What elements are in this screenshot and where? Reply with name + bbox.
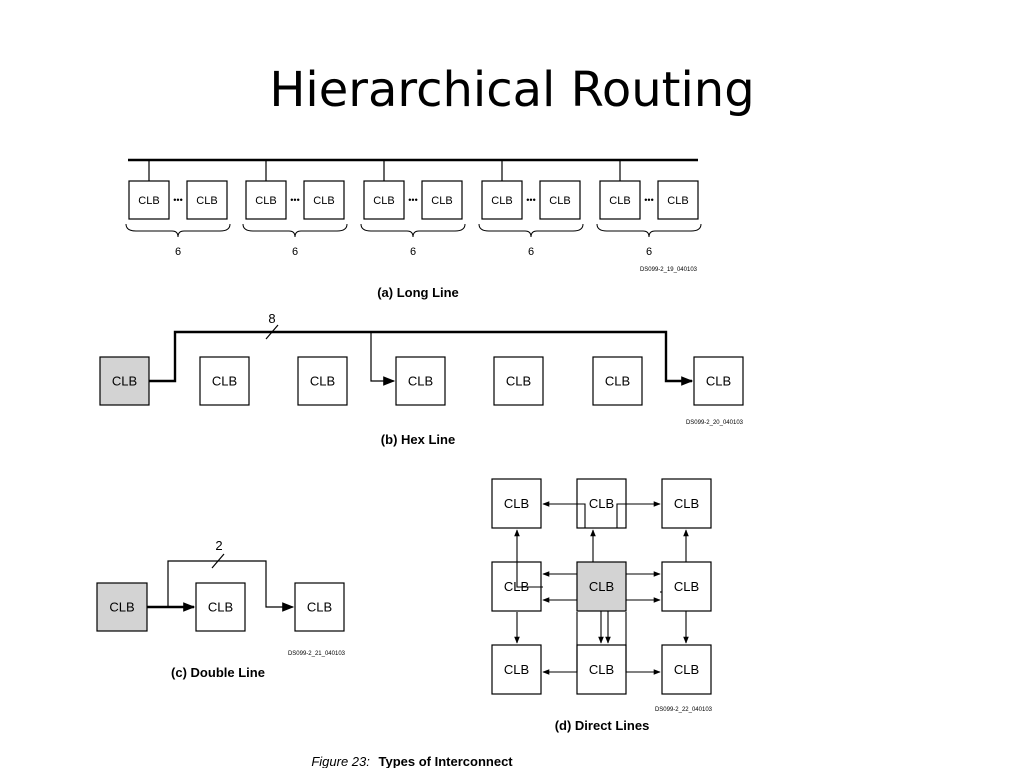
double-line-ds-code: DS099-2_21_040103 [288, 651, 346, 657]
clb-label: CLB [212, 374, 237, 389]
hex-line-caption: (b) Hex Line [381, 432, 455, 447]
clb-label: CLB [589, 662, 614, 677]
group-brace [360, 223, 466, 238]
clb-label: CLB [491, 195, 512, 207]
clb-label: CLB [208, 600, 233, 615]
clb-label: CLB [138, 195, 159, 207]
slide-title: Hierarchical Routing [269, 62, 755, 118]
double-line-caption: (c) Double Line [171, 665, 265, 680]
hex-line-panel: CLB CLB CLB CLB CLB CLB CLB [99, 324, 744, 406]
clb-label: CLB [504, 662, 529, 677]
group-count-label: 6 [646, 246, 652, 258]
clb-label: CLB [506, 374, 531, 389]
clb-label: CLB [408, 374, 433, 389]
clb-label: CLB [609, 195, 630, 207]
direct-arrow-nw [542, 501, 586, 528]
double-line-bus-width: 2 [215, 538, 222, 553]
clb-label: CLB [589, 496, 614, 511]
clb-block [294, 582, 345, 632]
long-line-ds-code: DS099-2_19_040103 [640, 267, 698, 273]
bus-slash [211, 553, 225, 569]
clb-label: CLB [549, 195, 570, 207]
clb-label: CLB [373, 195, 394, 207]
direct-lines-caption: (d) Direct Lines [555, 718, 650, 733]
ellipsis-dots: ••• [526, 195, 535, 205]
hex-line-route [149, 330, 694, 386]
clb-block [661, 561, 712, 612]
group-brace [242, 223, 348, 238]
long-line-caption: (a) Long Line [377, 285, 459, 300]
ellipsis-dots: ••• [408, 195, 417, 205]
hex-line-bus-width: 8 [268, 311, 275, 326]
direct-arrow-ne [616, 501, 661, 528]
clb-label: CLB [589, 579, 614, 594]
direct-arrow-left-up [514, 529, 543, 588]
clb-block [481, 180, 523, 220]
clb-block [657, 180, 699, 220]
long-line-panel: CLB CLB ••• 6 CLB CLB ••• 6 CLB CLB ••• 6 CLB CLB ••• 6… [125, 158, 702, 258]
ellipsis-dots: ••• [644, 195, 653, 205]
clb-block [661, 644, 712, 695]
clb-label: CLB [255, 195, 276, 207]
group-count-label: 6 [175, 246, 181, 258]
group-count-label: 6 [410, 246, 416, 258]
direct-lines-ds-code: DS099-2_22_040103 [655, 707, 713, 713]
clb-block [186, 180, 228, 220]
clb-block [491, 644, 542, 695]
hex-line-midpoint-tap [370, 332, 396, 386]
clb-label: CLB [109, 600, 134, 615]
figure-caption-prefix: Figure 23: [311, 754, 370, 768]
clb-label: CLB [196, 195, 217, 207]
bus-slash [265, 324, 279, 340]
clb-block [599, 180, 641, 220]
double-line-panel: CLB CLB CLB [96, 553, 345, 632]
clb-label: CLB [605, 374, 630, 389]
clb-label: CLB [112, 374, 137, 389]
clb-label: CLB [674, 662, 699, 677]
clb-label: CLB [706, 374, 731, 389]
clb-block [539, 180, 581, 220]
clb-block [661, 478, 712, 529]
clb-label: CLB [674, 579, 699, 594]
clb-label: CLB [307, 600, 332, 615]
clb-source-block [99, 356, 150, 406]
figure-caption-text: Types of Interconnect [379, 754, 514, 768]
ellipsis-dots: ••• [173, 195, 182, 205]
clb-label: CLB [674, 496, 699, 511]
clb-block [297, 356, 348, 406]
clb-block [303, 180, 345, 220]
clb-block [493, 356, 544, 406]
clb-label: CLB [431, 195, 452, 207]
direct-arrow-sw [542, 612, 578, 675]
group-brace [478, 223, 584, 238]
hex-line-ds-code: DS099-2_20_040103 [686, 420, 744, 426]
clb-block [592, 356, 643, 406]
figure-caption: Figure 23: Types of Interconnect [311, 754, 513, 768]
clb-label: CLB [313, 195, 334, 207]
clb-block [421, 180, 463, 220]
group-count-label: 6 [292, 246, 298, 258]
clb-label: CLB [667, 195, 688, 207]
group-brace [125, 223, 231, 238]
group-count-label: 6 [528, 246, 534, 258]
direct-arrow-se [625, 612, 661, 675]
clb-block [576, 644, 627, 695]
clb-block [363, 180, 405, 220]
clb-label: CLB [310, 374, 335, 389]
ellipsis-dots: ••• [290, 195, 299, 205]
clb-block [195, 582, 246, 632]
clb-block [395, 356, 446, 406]
clb-block [693, 356, 744, 406]
clb-source-block [96, 582, 148, 632]
clb-source-block [576, 561, 627, 612]
group-brace [596, 223, 702, 238]
clb-label: CLB [504, 496, 529, 511]
double-line-route [167, 560, 295, 612]
clb-block [199, 356, 250, 406]
clb-block [245, 180, 287, 220]
clb-block [491, 478, 542, 529]
clb-block [128, 180, 170, 220]
